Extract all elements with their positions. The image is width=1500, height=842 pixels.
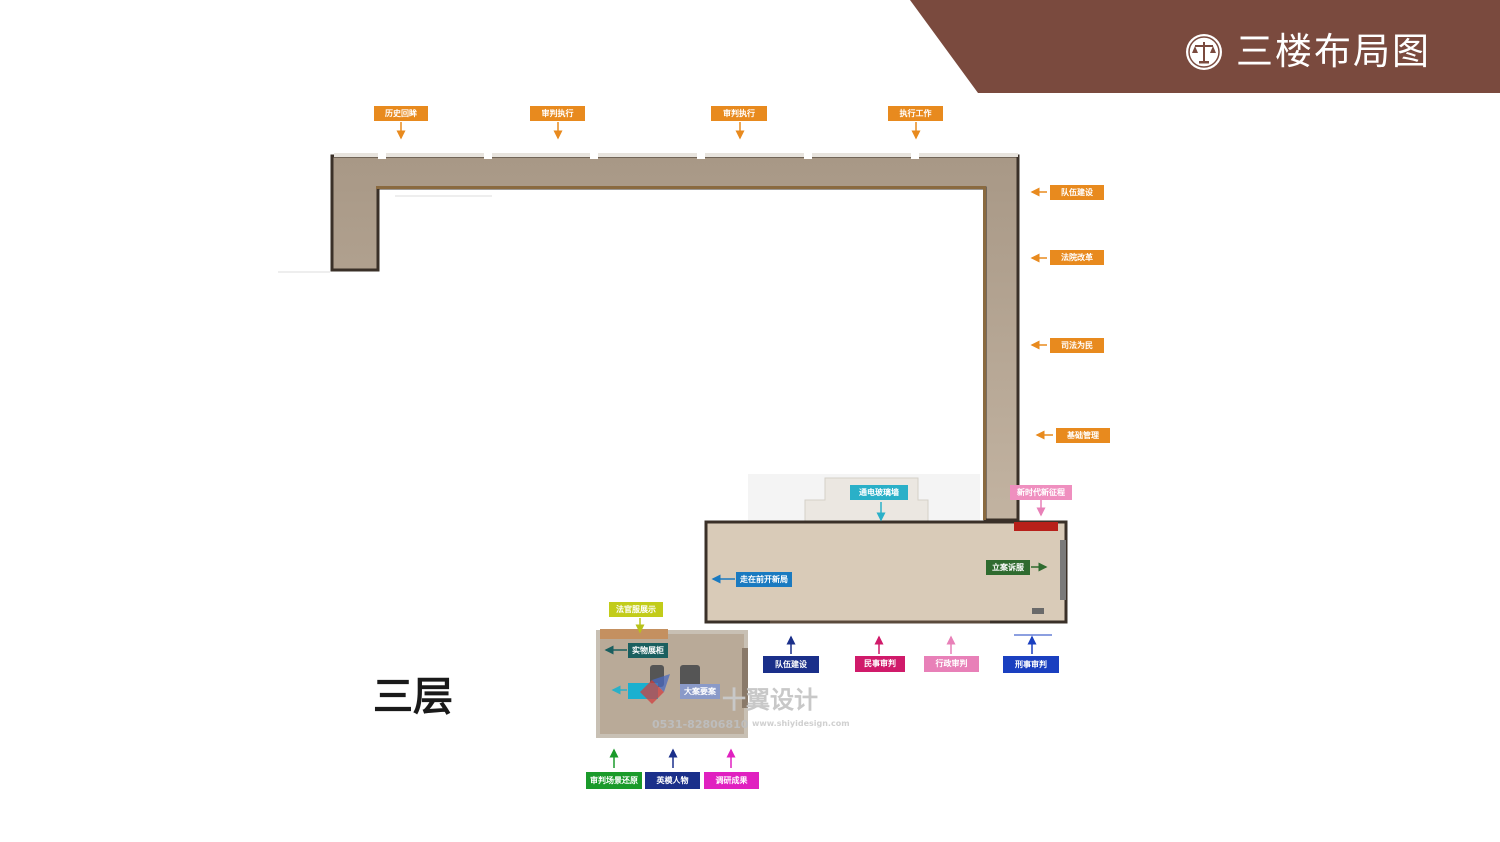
watermark-brand: 十翼设计: [722, 686, 818, 714]
label-new-era: 新时代新征程: [1010, 485, 1072, 500]
label-judge-robe-display: 法官服展示: [609, 602, 663, 617]
label-case-filing: 立案诉服: [986, 560, 1030, 575]
label-research-results: 调研成果: [704, 772, 759, 789]
label-glass-wall: 通电玻璃墙: [850, 485, 908, 500]
label-administrative-trial: 行政审判: [924, 656, 979, 672]
label-justice-for-people: 司法为民: [1050, 338, 1104, 353]
label-trial-execution-2: 审判执行: [711, 106, 767, 121]
label-team-building: 队伍建设: [1050, 185, 1104, 200]
page-title: 三楼布局图: [1236, 30, 1431, 73]
label-trial-scene: 审判场景还原: [586, 772, 642, 789]
watermark-phone: 0531-82806810: [652, 718, 749, 731]
label-civil-trial: 民事审判: [855, 656, 905, 672]
scales-of-justice-icon: [1186, 34, 1222, 70]
label-trial-execution-1: 审判执行: [530, 106, 585, 121]
watermark-logo-icon: [640, 674, 670, 704]
label-exhibit-case: 实物展柜: [628, 643, 668, 658]
label-execution-work: 执行工作: [888, 106, 943, 121]
watermark-site: www.shiyidesign.com: [752, 719, 850, 728]
label-team-building-bottom: 队伍建设: [763, 656, 819, 673]
label-history-review: 历史回眸: [374, 106, 428, 121]
floor-label: 三层: [373, 674, 453, 720]
label-forward-new-chapter: 走在前开新局: [736, 572, 792, 587]
label-criminal-trial: 刑事审判: [1003, 656, 1059, 673]
label-court-reform: 法院改革: [1050, 250, 1104, 265]
label-major-cases: 大案要案: [680, 684, 720, 699]
label-basic-management: 基础管理: [1056, 428, 1110, 443]
label-heroes: 英模人物: [645, 772, 700, 789]
